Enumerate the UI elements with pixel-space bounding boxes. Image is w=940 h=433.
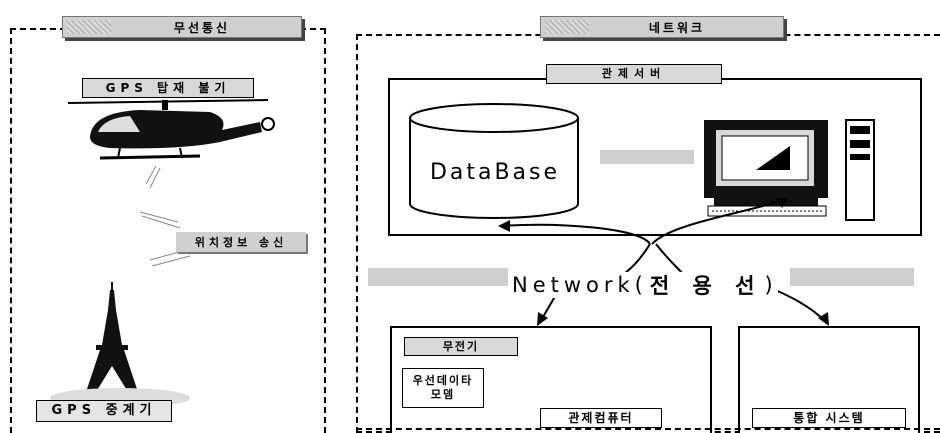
modem-label: 우선데이타 모뎀: [402, 368, 484, 408]
network-label: Network( 전 용 선 ): [512, 272, 778, 298]
integrated-system-label: 통합 시스템: [752, 408, 906, 428]
modem-text-line1: 우선데이타: [413, 374, 474, 388]
network-links: [500, 200, 826, 322]
database-label: DataBase: [420, 160, 570, 185]
server-computer-icon: [704, 120, 828, 216]
control-computer-text: 관제컴퓨터: [568, 411, 633, 425]
radio-text: 무전기: [443, 340, 479, 354]
modem-text-line2: 모뎀: [431, 388, 455, 402]
network-label-korean: 전 용 선: [650, 270, 763, 300]
network-label-text: Network(: [512, 273, 648, 297]
arrow-heads: [498, 198, 829, 326]
integrated-system-text: 통합 시스템: [793, 411, 864, 425]
control-computer-label: 관제컴퓨터: [540, 408, 662, 428]
bottom-dashed-border: [356, 428, 940, 430]
network-label-close: ): [764, 273, 777, 297]
server-tower-icon: [846, 120, 874, 220]
radio-label: 무전기: [404, 337, 518, 356]
